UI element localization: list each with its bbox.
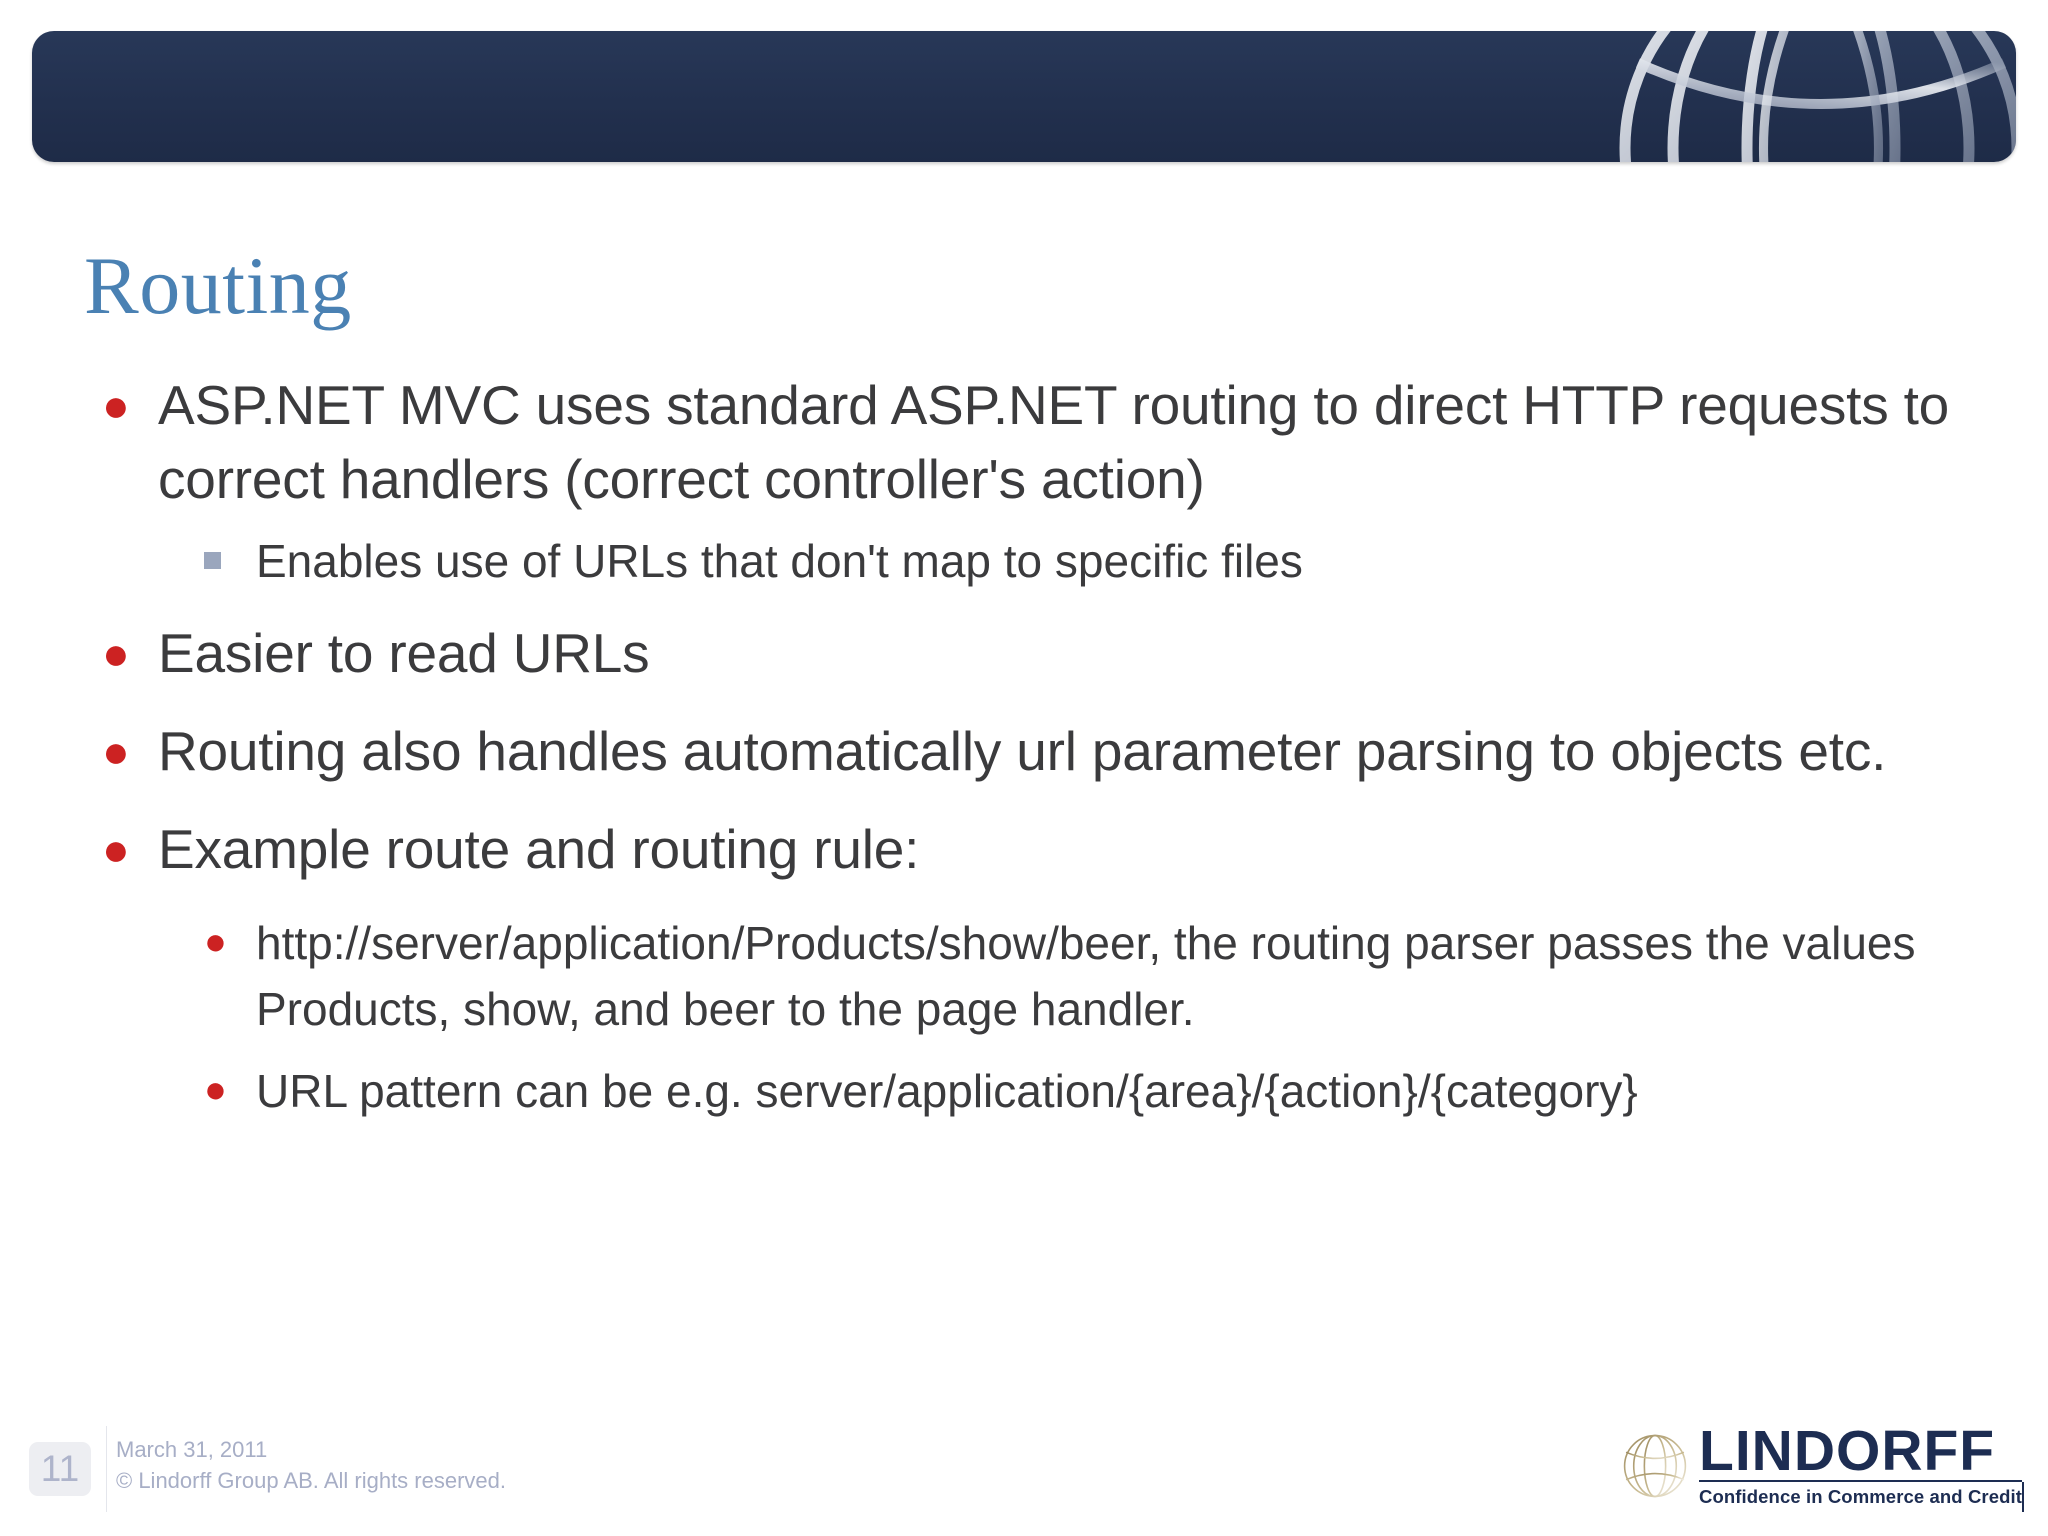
- page-number: 11: [40, 1448, 80, 1489]
- bullet-item: ● Easier to read URLs: [96, 616, 1976, 690]
- bullet-text: Enables use of URLs that don't map to sp…: [256, 535, 1303, 587]
- round-bullet-icon: ●: [102, 823, 130, 875]
- page-title: Routing: [84, 240, 352, 331]
- footer-meta: March 31, 2011 © Lindorff Group AB. All …: [116, 1434, 506, 1496]
- round-bullet-icon: ●: [102, 379, 130, 431]
- round-bullet-icon: ●: [102, 725, 130, 777]
- bullet-text: Easier to read URLs: [158, 622, 650, 684]
- bullet-text: Routing also handles automatically url p…: [158, 720, 1887, 782]
- slide-body: ● ASP.NET MVC uses standard ASP.NET rout…: [96, 368, 1976, 1140]
- globe-wireframe-icon: [1623, 1434, 1687, 1498]
- footer-divider: [106, 1426, 107, 1512]
- spacer: [96, 900, 1976, 910]
- header-banner: [32, 31, 2016, 162]
- round-bullet-icon: ●: [102, 627, 130, 679]
- page-number-badge: 11: [29, 1442, 91, 1496]
- bullet-text: Example route and routing rule:: [158, 818, 920, 880]
- logo-tagline-rule: Confidence in Commerce and Credit: [1699, 1480, 2024, 1512]
- bullet-item: ● http://server/application/Products/sho…: [196, 910, 1976, 1042]
- bullet-text: http://server/application/Products/show/…: [256, 917, 1916, 1035]
- footer-date: March 31, 2011: [116, 1437, 268, 1462]
- bullet-text: ASP.NET MVC uses standard ASP.NET routin…: [158, 374, 1950, 510]
- logo-text-block: LINDORFF Confidence in Commerce and Cred…: [1699, 1419, 2024, 1512]
- logo-wordmark: LINDORFF: [1699, 1419, 1996, 1483]
- round-bullet-icon: ●: [204, 1069, 227, 1111]
- bullet-item: ● Example route and routing rule:: [96, 812, 1976, 886]
- round-bullet-icon: ●: [204, 921, 227, 963]
- bullet-item: ● ASP.NET MVC uses standard ASP.NET rout…: [96, 368, 1976, 516]
- bullet-item: Enables use of URLs that don't map to sp…: [196, 530, 1976, 592]
- slide-footer: 11 March 31, 2011 © Lindorff Group AB. A…: [0, 1406, 2048, 1536]
- globe-grid-graphic: [1619, 31, 2016, 162]
- footer-copyright: © Lindorff Group AB. All rights reserved…: [116, 1468, 506, 1493]
- lindorff-logo: LINDORFF Confidence in Commerce and Cred…: [1617, 1418, 2024, 1514]
- bullet-text: URL pattern can be e.g. server/applicati…: [256, 1065, 1638, 1117]
- bullet-item: ● Routing also handles automatically url…: [96, 714, 1976, 788]
- square-bullet-icon: [196, 530, 256, 569]
- spacer: [96, 606, 1976, 616]
- bullet-item: ● URL pattern can be e.g. server/applica…: [196, 1058, 1976, 1124]
- spacer: [96, 802, 1976, 812]
- spacer: [96, 704, 1976, 714]
- logo-tagline: Confidence in Commerce and Credit: [1699, 1486, 2022, 1507]
